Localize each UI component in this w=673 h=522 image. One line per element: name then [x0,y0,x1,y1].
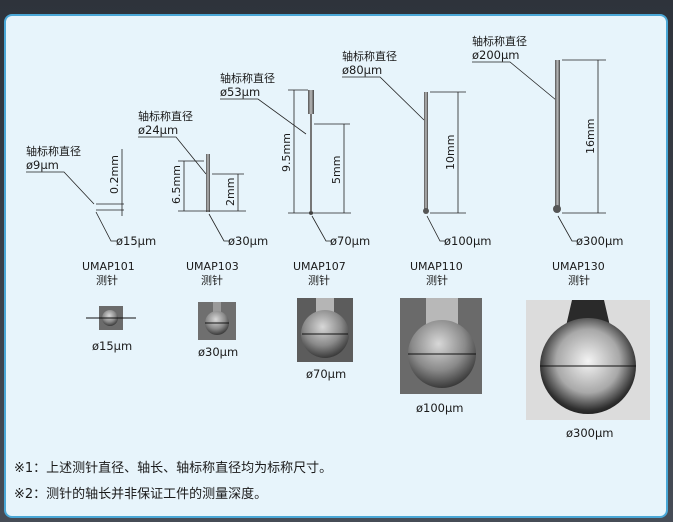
probe-umap107: 轴标称直径 ø53μm 9.5mm 5mm ø70μm UMAP107 测针 ø… [220,71,370,381]
dim-length: 9.5mm [280,133,293,172]
tip-diameter: ø100μm [444,234,492,248]
dim-length: 10mm [444,135,457,170]
ball-diameter: ø100μm [416,401,464,415]
dim-length: 16mm [584,119,597,154]
probe-umap130: 轴标称直径 ø200μm 16mm ø300μm UMAP130 测针 ø300… [472,34,650,440]
probe-umap110: 轴标称直径 ø80μm 10mm ø100μm UMAP110 测针 ø100μ… [342,49,492,415]
probe-name: UMAP130 [552,260,605,273]
shaft-label: 轴标称直径 [26,144,81,158]
shaft-label: 轴标称直径 [472,34,527,48]
probe-type: 测针 [96,273,118,287]
probe-diagram: 轴标称直径 ø9μm 0.2mm ø15μm UMAP101 测针 ø15μm … [14,34,650,502]
shaft-diameter: ø9μm [26,158,59,172]
probe-umap101: 轴标称直径 ø9μm 0.2mm ø15μm UMAP101 测针 ø15μm [26,144,156,353]
shaft-diameter: ø200μm [472,48,520,62]
tip-diameter: ø70μm [330,234,370,248]
probe-type: 测针 [308,273,330,287]
shaft-diameter: ø24μm [138,123,178,137]
ball-diameter: ø15μm [92,339,132,353]
probe-name: UMAP110 [410,260,463,273]
shaft-diameter: ø80μm [342,63,382,77]
shaft-diameter: ø53μm [220,85,260,99]
note-2: ※2：测针的轴长并非保证工件的测量深度。 [14,486,267,502]
ball-diameter: ø70μm [306,367,346,381]
ball-diameter: ø300μm [566,426,614,440]
probe-spec-panel: 轴标称直径 ø9μm 0.2mm ø15μm UMAP101 测针 ø15μm … [4,14,668,518]
ball-diameter: ø30μm [198,345,238,359]
dim-length: 0.2mm [108,155,121,194]
dim-length: 6.5mm [170,165,183,204]
tip-diameter: ø300μm [576,234,624,248]
probe-type: 测针 [426,273,448,287]
probe-type: 测针 [568,273,590,287]
probe-name: UMAP107 [293,260,346,273]
probe-umap103: 轴标称直径 ø24μm 6.5mm 2mm ø30μm UMAP103 测针 ø… [138,109,268,359]
dim-length: 2mm [224,178,237,206]
shaft-label: 轴标称直径 [220,71,275,85]
shaft-label: 轴标称直径 [342,49,397,63]
probe-name: UMAP103 [186,260,239,273]
probe-type: 测针 [201,273,223,287]
shaft-label: 轴标称直径 [138,109,193,123]
tip-diameter: ø30μm [228,234,268,248]
tip-diameter: ø15μm [116,234,156,248]
note-1: ※1：上述测针直径、轴长、轴标称直径均为标称尺寸。 [14,461,332,476]
probe-name: UMAP101 [82,260,135,273]
dim-length: 5mm [330,156,343,184]
